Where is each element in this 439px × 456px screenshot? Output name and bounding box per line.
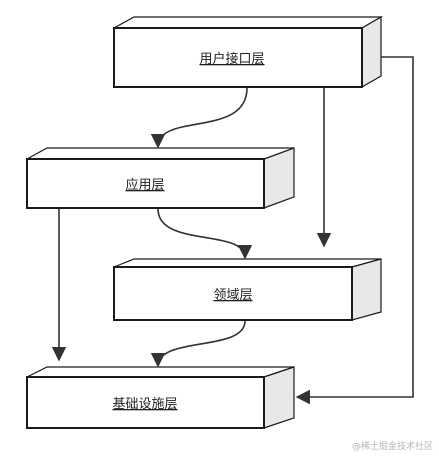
infrastructure-layer-label: 基础设施层 bbox=[112, 397, 177, 412]
domain-layer-box[interactable]: 领域层 bbox=[113, 258, 382, 321]
arrow-domain-to-infrastructure bbox=[150, 320, 246, 368]
user-interface-layer-box[interactable]: 用户接口层 bbox=[113, 15, 384, 89]
arrow-user-interface-to-application bbox=[150, 87, 248, 149]
application-layer-label: 应用层 bbox=[125, 177, 164, 193]
arrow-application-to-domain bbox=[157, 208, 253, 260]
domain-layer-label: 领域层 bbox=[213, 288, 252, 303]
watermark-text: @稀土掘金技术社区 bbox=[351, 442, 433, 452]
arrow-user-interface-to-infrastructure bbox=[295, 56, 414, 405]
application-layer-box[interactable]: 应用层 bbox=[26, 147, 295, 209]
infrastructure-layer-box[interactable]: 基础设施层 bbox=[26, 366, 295, 429]
user-interface-layer-label: 用户接口层 bbox=[199, 51, 264, 67]
